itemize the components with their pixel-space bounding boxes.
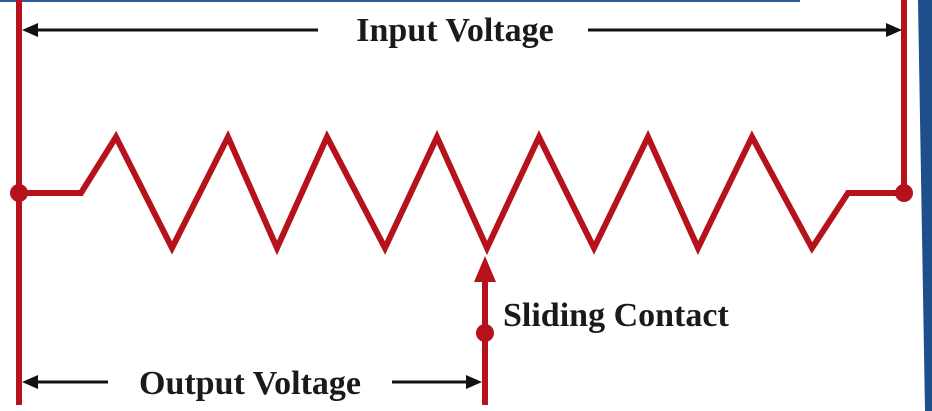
sliding-contact-label: Sliding Contact — [503, 297, 729, 334]
resistor-zigzag — [19, 129, 904, 256]
output-voltage-label: Output Voltage — [139, 365, 361, 402]
output-voltage-arrow-left — [22, 375, 38, 389]
left-terminal-node — [10, 184, 28, 202]
input-voltage-arrow-left — [22, 23, 38, 37]
right-terminal-node — [895, 184, 913, 202]
right-edge-stripe — [918, 0, 932, 411]
input-voltage-arrow-right — [886, 23, 902, 37]
output-voltage-arrow-right — [466, 375, 482, 389]
wiper-node — [476, 324, 494, 342]
input-voltage-label: Input Voltage — [356, 12, 553, 49]
wiper-arrowhead — [474, 256, 496, 282]
